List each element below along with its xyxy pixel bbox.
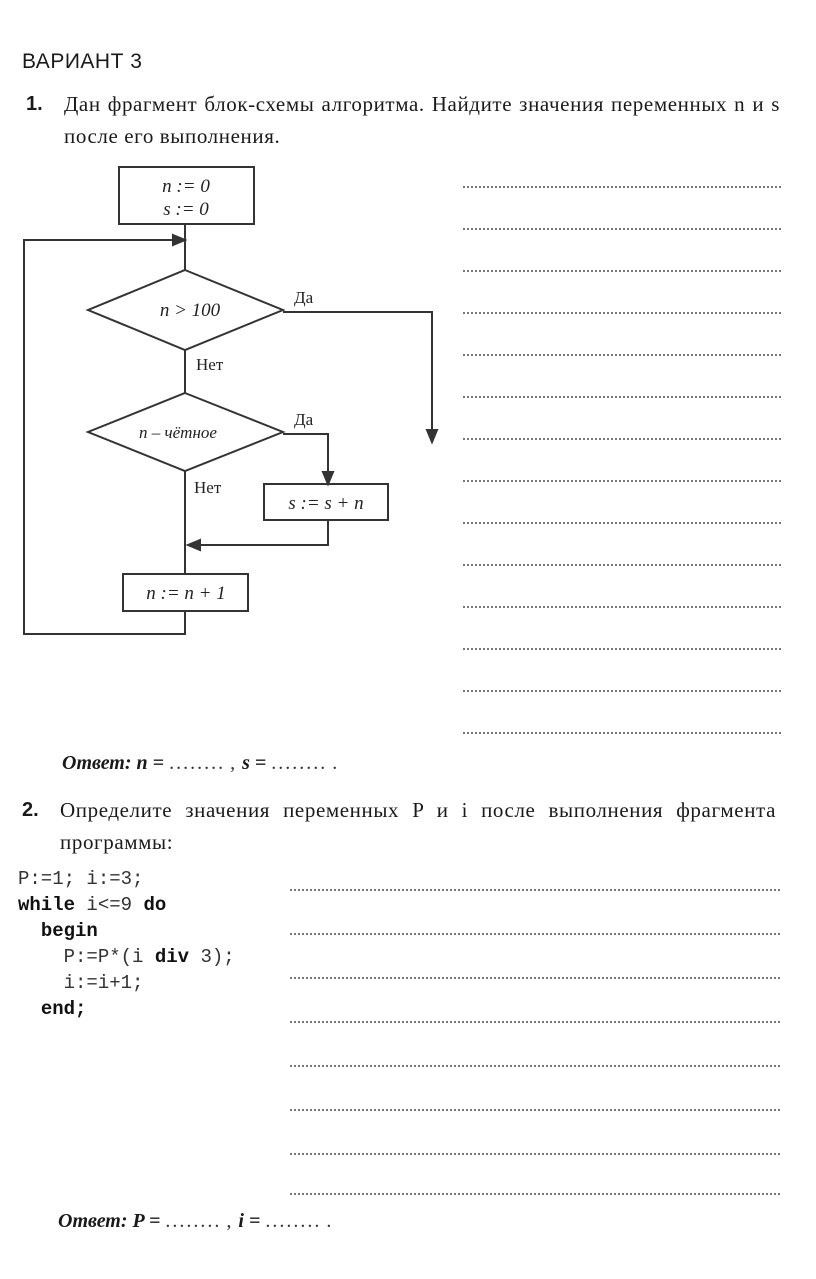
- init-n-label: n := 0: [162, 176, 210, 197]
- init-s-label: s := 0: [163, 199, 209, 220]
- init-block: [118, 166, 255, 225]
- loop-back-line: [23, 239, 186, 635]
- assign-s-block: [263, 483, 389, 521]
- answer-var-n: n =: [136, 752, 165, 774]
- code-line-4a: P:=P*(i: [63, 946, 155, 968]
- code-keyword-do: do: [143, 894, 167, 916]
- code-block: P:=1; i:=3; while i<=9 do begin P:=P*(i …: [18, 866, 235, 1022]
- answer-blank-s[interactable]: ........: [271, 752, 328, 774]
- assign-n-label: n := n + 1: [146, 583, 225, 604]
- answer2-blank-i[interactable]: ........: [265, 1210, 322, 1232]
- yes-branch-2: [283, 433, 329, 482]
- no-label-1: Нет: [196, 355, 224, 374]
- code-keyword-begin: begin: [40, 920, 98, 942]
- answer2-blank-p[interactable]: ........: [165, 1210, 222, 1232]
- yes-label-2: Да: [294, 410, 314, 429]
- answer2-end: .: [326, 1210, 334, 1232]
- yes-branch-1: [283, 311, 433, 440]
- answer2-separator: ,: [226, 1210, 234, 1232]
- answer-separator: ,: [230, 752, 238, 774]
- answer2-var-i: i =: [238, 1210, 261, 1232]
- task1-number: 1.: [26, 93, 43, 115]
- code-condition: i<=9: [75, 894, 144, 916]
- answer-label: Ответ:: [62, 752, 132, 774]
- code-line-4b: 3);: [189, 946, 235, 968]
- code-keyword-div: div: [154, 946, 190, 968]
- task2-text: Определите значения переменных P и i пос…: [60, 798, 776, 854]
- answer2-var-p: P =: [132, 1210, 161, 1232]
- condition-2-label: n – чётное: [139, 423, 217, 442]
- answer-var-s: s =: [242, 752, 267, 774]
- task1-answer: Ответ: n = ........ , s = ........ .: [62, 752, 339, 775]
- code-keyword-while: while: [18, 894, 76, 916]
- code-line-1: P:=1; i:=3;: [18, 868, 144, 890]
- yes-label-1: Да: [294, 288, 314, 307]
- assign-s-label: s := s + n: [288, 493, 363, 514]
- task2-number: 2.: [22, 799, 39, 821]
- task1-text: Дан фрагмент блок-схемы алгоритма. Найди…: [64, 92, 780, 148]
- answer-end: .: [332, 752, 340, 774]
- code-keyword-end: end;: [40, 998, 87, 1020]
- variant-title: ВАРИАНТ 3: [22, 50, 143, 73]
- answer-blank-n[interactable]: ........: [169, 752, 226, 774]
- no-label-2: Нет: [194, 478, 222, 497]
- code-line-5: i:=i+1;: [63, 972, 144, 994]
- answer2-label: Ответ:: [58, 1210, 128, 1232]
- condition-1-label: n > 100: [160, 300, 221, 321]
- flowchart: n := 0 s := 0 n > 100 n – чётное s := s …: [23, 166, 439, 635]
- task2-answer: Ответ: P = ........ , i = ........ .: [58, 1210, 333, 1233]
